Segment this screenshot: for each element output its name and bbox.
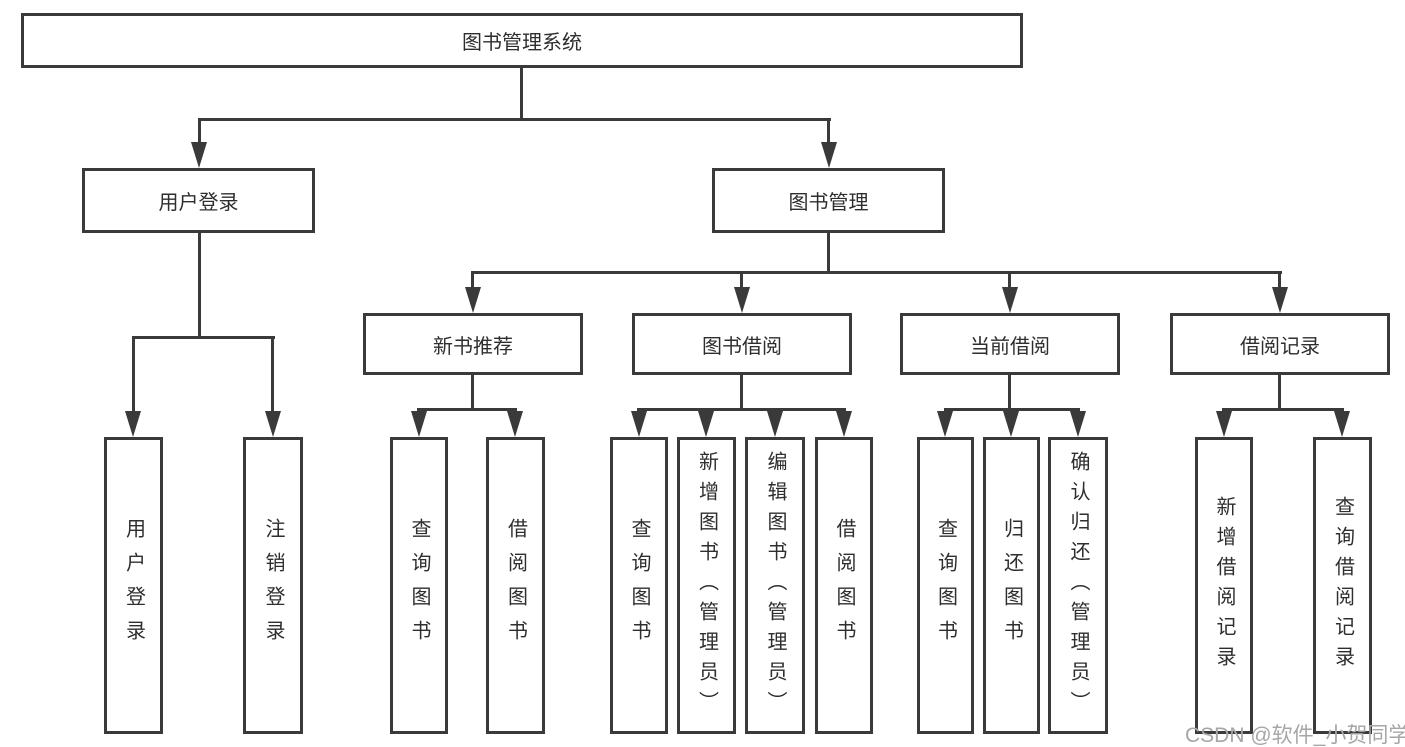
leaf-return-books: 归还图书 [983, 437, 1040, 734]
connector-line [198, 233, 201, 336]
connector-line [471, 271, 1282, 274]
connector-line [740, 271, 743, 289]
connector-line [132, 336, 135, 413]
arrow-down-icon [937, 411, 953, 437]
leaf-borrow-books: 借阅图书 [815, 437, 873, 734]
arrow-down-icon [1272, 287, 1288, 313]
leaf-query-borrow-record-label: 查询借阅记录 [1331, 495, 1354, 676]
arrow-down-icon [265, 411, 281, 437]
arrow-down-icon [1003, 411, 1019, 437]
connector-line [471, 375, 474, 408]
node-root: 图书管理系统 [21, 13, 1023, 68]
connector-line [1278, 271, 1281, 289]
connector-line [827, 233, 830, 271]
leaf-user-login: 用户登录 [104, 437, 163, 734]
leaf-add-borrow-record-label: 新增借阅记录 [1213, 495, 1235, 676]
arrow-down-icon [191, 142, 207, 168]
connector-line [1222, 408, 1344, 411]
leaf-query-books-recommend-label: 查询图书 [408, 517, 430, 654]
node-user-login-label: 用户登录 [158, 192, 239, 214]
arrow-down-icon [1070, 411, 1086, 437]
arrow-down-icon [631, 411, 647, 437]
node-book-management-label: 图书管理 [788, 192, 869, 214]
leaf-add-books-admin-label: 新增图书（管理员） [695, 450, 718, 721]
connector-line [520, 68, 523, 118]
node-new-book-recommend-label: 新书推荐 [433, 335, 513, 358]
arrow-down-icon [1216, 411, 1232, 437]
leaf-query-books-current-label: 查询图书 [934, 517, 957, 654]
node-user-login: 用户登录 [82, 168, 315, 233]
leaf-logout-label: 注销登录 [262, 517, 284, 654]
connector-line [1278, 375, 1281, 408]
connector-line [198, 118, 831, 121]
node-root-label: 图书管理系统 [462, 32, 582, 54]
leaf-edit-books-admin: 编辑图书（管理员） [745, 437, 805, 734]
connector-line [1008, 271, 1011, 289]
arrow-down-icon [1002, 287, 1018, 313]
leaf-borrow-books-label: 借阅图书 [833, 517, 855, 654]
leaf-add-books-admin: 新增图书（管理员） [677, 437, 736, 734]
node-current-borrow: 当前借阅 [900, 313, 1120, 375]
connector-line [417, 408, 517, 411]
leaf-confirm-return-admin: 确认归还（管理员） [1048, 437, 1108, 734]
watermark: CSDN @软件_小贺同学 [1185, 724, 1405, 747]
leaf-query-books-current: 查询图书 [917, 437, 974, 734]
leaf-query-books-borrow: 查询图书 [610, 437, 668, 734]
connector-line [827, 118, 830, 146]
arrow-down-icon [1334, 411, 1350, 437]
node-current-borrow-label: 当前借阅 [970, 335, 1050, 358]
connector-line [740, 375, 743, 408]
node-book-borrow-label: 图书借阅 [702, 335, 782, 358]
arrow-down-icon [698, 411, 714, 437]
leaf-query-borrow-record: 查询借阅记录 [1313, 437, 1372, 734]
connector-line [198, 118, 201, 146]
arrow-down-icon [836, 411, 852, 437]
leaf-return-books-label: 归还图书 [1000, 517, 1023, 654]
arrow-down-icon [411, 411, 427, 437]
node-borrow-records: 借阅记录 [1170, 313, 1390, 375]
connector-line [637, 408, 846, 411]
node-new-book-recommend: 新书推荐 [363, 313, 583, 375]
node-book-management: 图书管理 [712, 168, 945, 233]
arrow-down-icon [465, 287, 481, 313]
node-borrow-records-label: 借阅记录 [1240, 335, 1320, 358]
leaf-query-books-borrow-label: 查询图书 [628, 517, 650, 654]
leaf-user-login-label: 用户登录 [122, 517, 145, 654]
node-book-borrow: 图书借阅 [632, 313, 852, 375]
arrow-down-icon [767, 411, 783, 437]
leaf-logout: 注销登录 [243, 437, 303, 734]
connector-line [132, 336, 275, 339]
leaf-add-borrow-record: 新增借阅记录 [1195, 437, 1253, 734]
leaf-query-books-recommend: 查询图书 [390, 437, 448, 734]
arrow-down-icon [507, 411, 523, 437]
connector-line [471, 271, 474, 289]
arrow-down-icon [821, 142, 837, 168]
arrow-down-icon [734, 287, 750, 313]
leaf-borrow-books-recommend: 借阅图书 [486, 437, 545, 734]
leaf-borrow-books-recommend-label: 借阅图书 [504, 517, 527, 654]
connector-line [1008, 375, 1011, 408]
connector-line [271, 336, 274, 413]
leaf-confirm-return-admin-label: 确认归还（管理员） [1067, 450, 1089, 721]
arrow-down-icon [125, 411, 141, 437]
leaf-edit-books-admin-label: 编辑图书（管理员） [764, 450, 786, 721]
